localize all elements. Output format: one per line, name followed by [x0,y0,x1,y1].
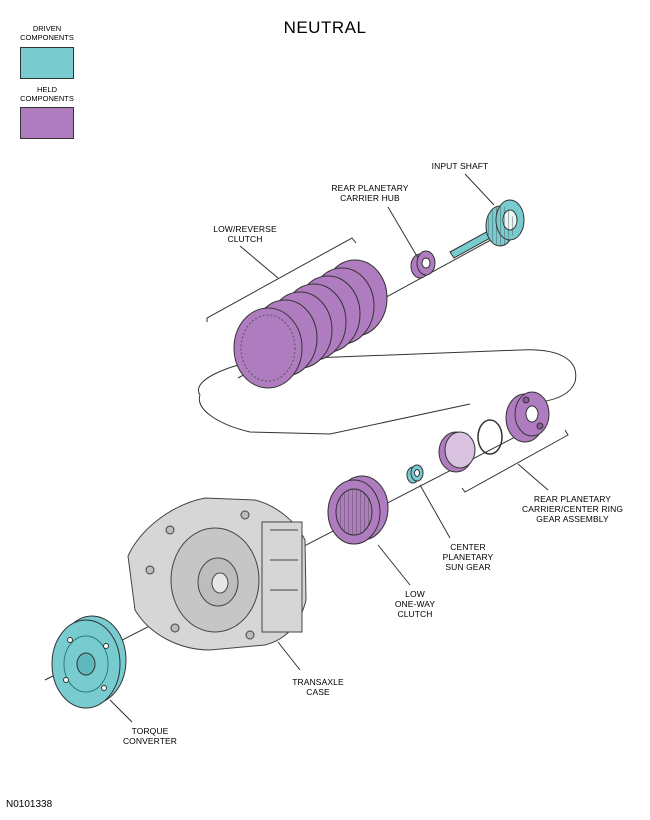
center-sun-gear-leader [419,484,451,539]
transaxle-case-label: TRANSAXLE CASE [292,677,344,697]
low-reverse-leader [239,245,279,279]
input-shaft [449,199,525,259]
low-reverse-bracket [206,237,357,322]
torque-converter [51,615,127,709]
legend-held-swatch [20,107,74,139]
transaxle-case-leader [277,641,301,671]
rear-carrier-leader [517,463,549,491]
snap-ring [477,419,503,455]
low-reverse-clutch-label: LOW/REVERSE CLUTCH [213,224,277,244]
center-planetary-sun-gear [406,464,424,484]
low-one-way-clutch-label: LOW ONE-WAY CLUTCH [394,589,436,619]
center-ring-element [438,431,476,473]
upper-group-outline [197,349,577,435]
legend-driven-swatch [20,47,74,79]
legend-held-label: HELD COMPONENTS [20,85,74,103]
rear-planetary-carrier-hub-label: REAR PLANETARY CARRIER HUB [331,183,409,203]
low-reverse-clutch [233,259,388,389]
transaxle-case [127,497,307,651]
low-one-way-clutch [327,475,389,545]
input-shaft-leader [464,173,495,206]
diagram-title: NEUTRAL [283,18,367,37]
input-shaft-label: INPUT SHAFT [431,161,489,171]
rear-planetary-carrier-hub [410,250,436,279]
rear-carrier-bracket [461,429,569,493]
rear-carrier-assembly-label: REAR PLANETARY CARRIER/CENTER RING GEAR … [521,494,624,524]
center-sun-gear-label: CENTER PLANETARY SUN GEAR [442,542,494,572]
rear-carrier-hub-leader [387,206,419,259]
torque-converter-leader [109,699,133,723]
rear-carrier-center-ring-gear-assembly [505,391,550,443]
torque-converter-label: TORQUE CONVERTER [122,726,178,746]
low-one-way-clutch-leader [377,544,411,586]
figure-id: N0101338 [6,799,53,810]
legend-driven-label: DRIVEN COMPONENTS [20,24,74,42]
